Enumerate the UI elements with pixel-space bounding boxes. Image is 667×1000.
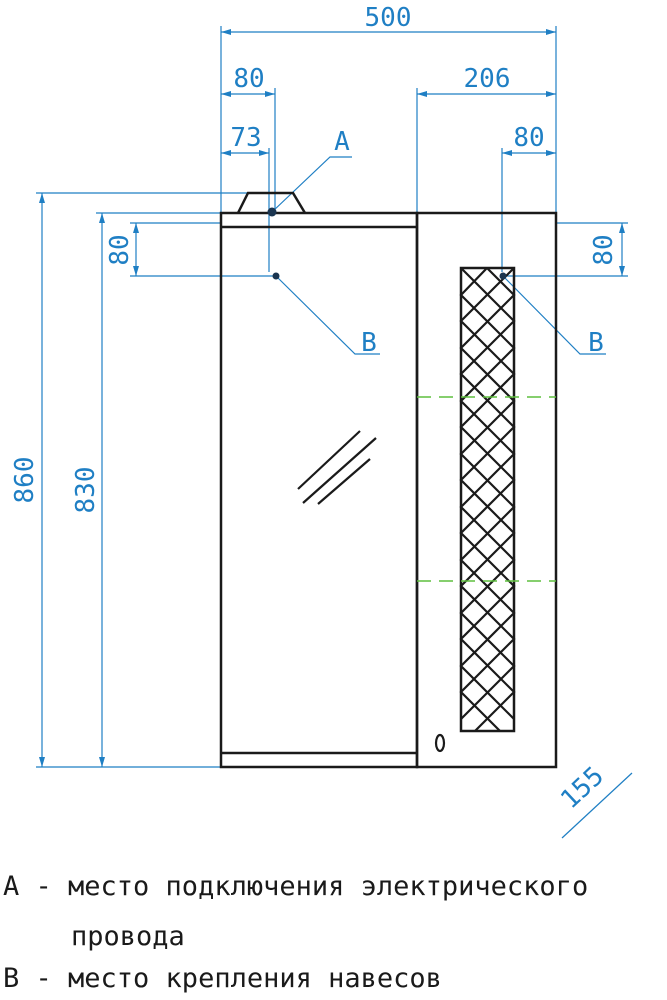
marker-b-right-dot	[499, 272, 507, 280]
dim-80-left-vertical: 80	[105, 234, 135, 265]
cabinet	[219, 191, 558, 769]
mirror-reflection-3	[317, 458, 371, 505]
marker-b-left-label: B	[361, 328, 377, 358]
side-cabinet	[415, 211, 558, 769]
dim-80-right-vertical: 80	[589, 234, 619, 265]
legend-line-a: А - место подключения электрического	[3, 871, 588, 902]
wire-connector-cap	[236, 191, 307, 214]
dim-500: 500	[365, 3, 412, 33]
dim-80-left-top: 80	[233, 64, 264, 94]
legend-line-b: В - место крепления навесов	[3, 963, 442, 994]
dim-80-right-top: 80	[513, 123, 544, 153]
door-handle	[434, 733, 446, 753]
mirror-reflection-1	[297, 430, 361, 490]
mirror-reflection-2	[302, 437, 377, 504]
dim-155: 155	[555, 761, 610, 815]
lattice-pattern	[459, 267, 516, 732]
marker-a-label: A	[334, 127, 350, 157]
marker-a-dot	[267, 207, 277, 217]
marker-b-left-dot	[272, 272, 280, 280]
marker-b-right-label: B	[588, 328, 604, 358]
dim-206: 206	[464, 64, 511, 94]
dim-830: 830	[71, 467, 101, 514]
dim-73: 73	[230, 123, 261, 153]
dimension-arrows	[39, 29, 625, 767]
dim-860: 860	[10, 457, 40, 504]
legend-line-a-cont: провода	[71, 921, 185, 952]
